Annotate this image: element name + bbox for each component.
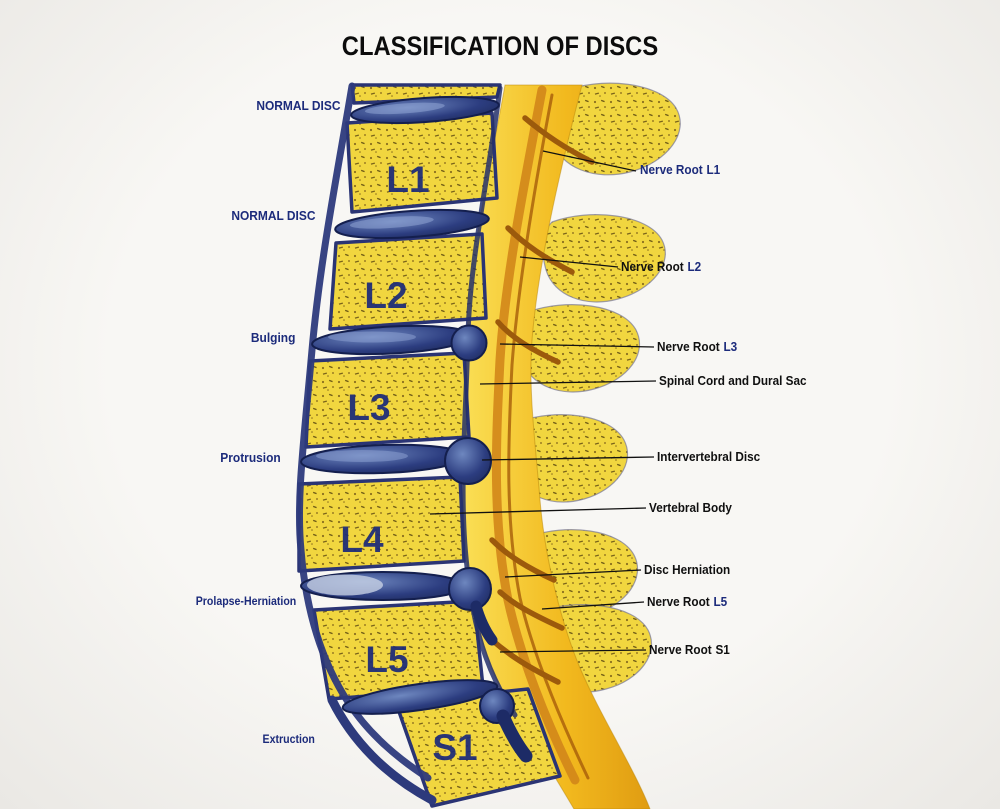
label-text: Nerve Root (657, 340, 720, 354)
label-text: Vertebral Body (649, 501, 732, 515)
leader-line-nerve-root-l5 (541, 601, 645, 610)
vertebra-captions: L1 L2 L3 L4 L5 S1 (340, 159, 477, 768)
label-level: L5 (713, 595, 728, 609)
label-text: Nerve Root (640, 163, 703, 177)
disc-l3-l4-protrusion (300, 437, 492, 485)
disc-l2-l3-bulging (311, 324, 488, 362)
leader-lines (429, 150, 657, 653)
disc-bulge (450, 324, 488, 362)
vertebral-bodies (297, 83, 562, 808)
label-text: Disc Herniation (644, 563, 731, 577)
leader-line-vertebral-body (429, 507, 647, 515)
label-level: S1 (715, 643, 730, 657)
disc-body (341, 679, 499, 715)
vertebra-caption-l5: L5 (365, 639, 408, 680)
label-bulging: Bulging (250, 330, 295, 345)
label-text: Nerve Root (647, 595, 710, 609)
herniation-drip (470, 600, 498, 646)
leader-line-disc-herniation (504, 569, 642, 578)
label-text: Intervertebral Disc (657, 450, 761, 464)
nerve-roots (489, 115, 595, 685)
label-protrusion: Protrusion (220, 450, 281, 465)
extrusion-tail (496, 709, 533, 763)
nerve-root-l4 (489, 537, 557, 583)
leader-line-intervertebral-disc (481, 456, 655, 461)
posterior-element-l2 (542, 214, 666, 303)
label-spinal-cord-dural-sac: Spinal Cord and Dural Sac (659, 374, 810, 388)
disc-degenerated-zone (307, 574, 383, 596)
vertebra-caption-l1: L1 (386, 159, 429, 200)
label-level: L3 (723, 340, 738, 354)
nerve-root-l5 (497, 589, 565, 631)
nerve-root-s1 (489, 637, 561, 685)
label-extruction: Extruction (262, 734, 315, 746)
cord-streak (491, 85, 580, 785)
posterior-ligament (460, 85, 518, 718)
label-level: L2 (687, 260, 702, 274)
disc-l4-l5-prolapse (300, 567, 498, 646)
disc-l1-l2-normal (334, 208, 490, 240)
disc-t12-l1-normal (350, 95, 500, 125)
leader-line-nerve-root-s1 (499, 649, 647, 653)
label-level: L1 (706, 163, 721, 177)
nerve-root-l1 (522, 115, 595, 165)
vertebra-caption-l3: L3 (347, 387, 390, 428)
disc-protrusion (444, 437, 492, 485)
vertebra-l2 (328, 232, 488, 331)
label-disc-herniation: Disc Herniation (644, 563, 734, 577)
label-normal-disc-2: NORMAL DISC (230, 208, 315, 223)
leader-line-spinal-cord (479, 380, 657, 385)
disc-highlight (349, 216, 434, 229)
disc-highlight (328, 331, 416, 343)
poster-title: CLASSIFICATION OF DISCS (341, 31, 659, 61)
label-intervertebral-disc: Intervertebral Disc (657, 450, 764, 464)
label-normal-disc-1: NORMAL DISC (255, 98, 340, 113)
leader-line-nerve-root-l1 (542, 150, 637, 172)
disc-l5-s1-extrusion (341, 679, 533, 763)
label-text: Nerve Root (649, 643, 712, 657)
vertebra-caption-l4: L4 (340, 519, 384, 560)
leader-line-nerve-root-l2 (519, 256, 619, 268)
vertebra-caption-s1: S1 (432, 727, 477, 768)
label-prolapse-herniation: Prolapse-Herniation (195, 596, 296, 608)
vertebra-caption-l2: L2 (364, 275, 407, 316)
disc-herniation-blob (448, 567, 492, 611)
nerve-root-l3 (495, 319, 561, 365)
label-text: Nerve Root (621, 260, 684, 274)
label-vertebral-body: Vertebral Body (649, 501, 736, 515)
disc-highlight (316, 450, 408, 462)
sacrum-outline (327, 695, 437, 805)
disc-highlight (364, 102, 445, 115)
leader-line-nerve-root-l3 (499, 343, 655, 348)
discs (300, 95, 533, 763)
label-text: Spinal Cord and Dural Sac (659, 374, 807, 388)
nerve-root-l2 (505, 225, 575, 275)
